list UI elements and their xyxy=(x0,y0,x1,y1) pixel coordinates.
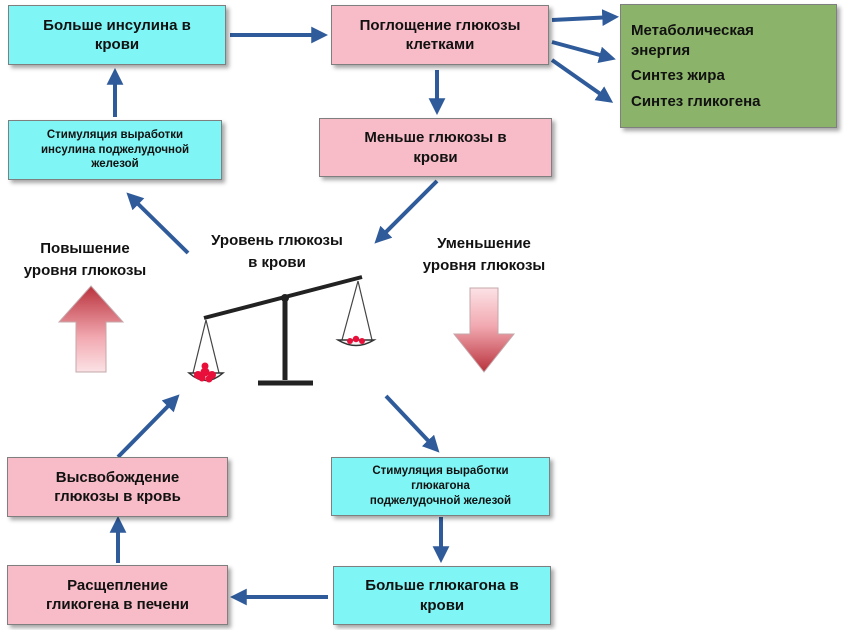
glucagon-stimulation-text: Стимуляция выработки глюкагона поджелудо… xyxy=(369,465,512,507)
insulin-stimulation-box: Стимуляция выработки инсулина поджелудоч… xyxy=(8,120,222,180)
glucose-decrease-arrow-icon xyxy=(452,287,516,373)
glucose-release-text: Высвобождение глюкозы в кровь xyxy=(54,468,181,506)
more-insulin-box: Больше инсулина в крови xyxy=(8,5,226,65)
less-glucose-box: Меньше глюкозы в крови xyxy=(319,118,552,177)
more-glucagon-box: Больше глюкагона в крови xyxy=(333,566,551,625)
arrow-uptake-to-fat xyxy=(551,40,616,64)
arrow-uptake-to-energy xyxy=(551,9,620,26)
glucose-uptake-text: Поглощение глюкозы клетками xyxy=(359,16,521,54)
glucose-increase-arrow-icon xyxy=(57,285,125,373)
blood-glucose-level-label: Уровень глюкозы в крови xyxy=(211,232,343,271)
less-glucose-text: Меньше глюкозы в крови xyxy=(364,129,507,166)
outcome-fat-synthesis: Синтез жира xyxy=(631,67,725,84)
glucose-uptake-box: Поглощение глюкозы клетками xyxy=(331,5,549,65)
arrow-uptake-to-glycogen xyxy=(550,58,614,103)
more-insulin-text: Больше инсулина в крови xyxy=(43,16,191,54)
arrow-scale-to-glucagon-stimulation xyxy=(384,394,440,453)
arrow-scale-to-insulin-stimulation xyxy=(126,192,190,255)
glucagon-stimulation-box: Стимуляция выработки глюкагона поджелудо… xyxy=(331,457,550,516)
outcome-glycogen-synthesis: Синтез гликогена xyxy=(631,92,761,110)
more-glucagon-text: Больше глюкагона в крови xyxy=(365,577,519,614)
flow-arrows xyxy=(106,9,620,606)
balance-scale-icon xyxy=(187,275,377,386)
glucose-heap-large-icon xyxy=(194,362,216,383)
arrow-less-glucose-to-scale xyxy=(374,179,439,244)
glucose-increase-label: Повышение уровня глюкозы xyxy=(23,240,147,279)
glucose-release-box: Высвобождение глюкозы в кровь xyxy=(7,457,228,517)
outcome-metabolic-energy: Метаболическая энергия xyxy=(631,22,754,59)
glucose-heap-small-icon xyxy=(347,335,365,344)
glycogen-breakdown-text: Расщепление гликогена в печени xyxy=(45,576,189,614)
outcomes-box: Метаболическая энергия Синтез жира Синте… xyxy=(620,4,837,128)
outcomes-list: Метаболическая энергия Синтез жира Синте… xyxy=(621,15,761,117)
arrow-release-to-scale xyxy=(116,394,180,459)
glycogen-breakdown-box: Расщепление гликогена в печени xyxy=(7,565,228,625)
glucose-decrease-label: Уменьшение уровня глюкозы xyxy=(422,235,546,274)
insulin-stimulation-text: Стимуляция выработки инсулина поджелудоч… xyxy=(40,128,190,171)
